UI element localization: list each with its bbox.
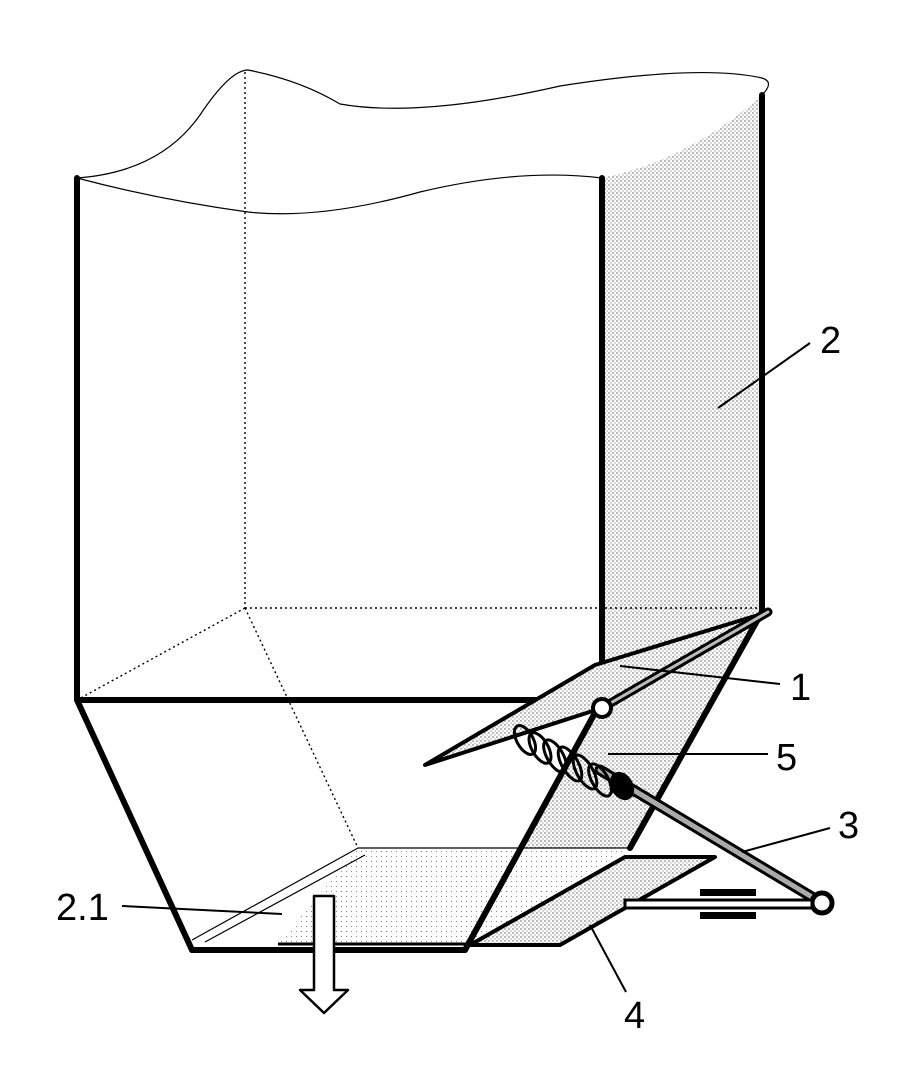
label-4: 4 xyxy=(624,995,645,1037)
outlet-left-edge xyxy=(191,847,359,941)
hidden-edge-hopper xyxy=(244,607,359,849)
label-3: 3 xyxy=(838,805,859,847)
rod-guide-top xyxy=(700,889,756,896)
lever-pivot xyxy=(809,890,835,916)
spring-5 xyxy=(512,724,613,798)
label-2-1: 2.1 xyxy=(56,887,109,929)
leader-21 xyxy=(121,905,283,915)
side-wall-shaded xyxy=(602,95,762,700)
leader-4 xyxy=(589,924,627,993)
leader-2 xyxy=(717,342,811,409)
leader-1 xyxy=(619,665,781,685)
label-5: 5 xyxy=(776,737,797,779)
outlet-left-edge-2 xyxy=(204,854,366,943)
connecting-rod xyxy=(623,898,814,910)
hidden-edge-left-diagonal xyxy=(76,607,246,701)
outlet-floor-shaded xyxy=(278,848,630,945)
hopper-back-right-edge xyxy=(627,609,765,851)
lever-arm-3-inner xyxy=(597,767,825,906)
bin-top-outline xyxy=(76,69,770,179)
hopper-front-right-edge xyxy=(462,697,605,953)
label-2: 2 xyxy=(820,320,841,362)
leader-3 xyxy=(741,827,831,853)
flap-pivot xyxy=(591,697,613,719)
hinge-shaft-inner xyxy=(600,610,770,710)
spring-end-cap xyxy=(609,771,635,801)
rod-guide-bottom xyxy=(700,912,756,919)
outflow-arrow xyxy=(298,894,350,1015)
label-1: 1 xyxy=(790,667,811,709)
bin-top-front-edge xyxy=(76,174,603,215)
slide-plate xyxy=(468,855,717,947)
